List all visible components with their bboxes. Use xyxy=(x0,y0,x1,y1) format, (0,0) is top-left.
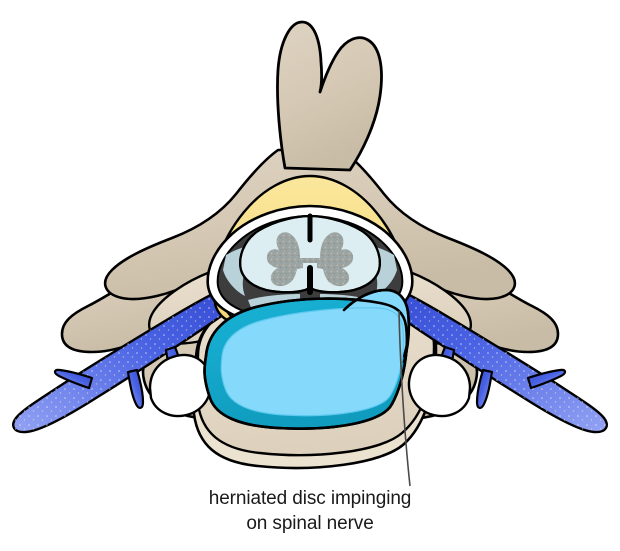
herniation-outline xyxy=(342,288,411,364)
nucleus-pulposus xyxy=(221,307,404,416)
transverse-foramen-left xyxy=(148,353,213,418)
nerve-branch-right-ventral xyxy=(475,368,494,409)
spinal-nerve-group xyxy=(12,274,608,434)
nerve-branch-right-dorsal xyxy=(526,368,567,390)
nerve-texture-left xyxy=(13,276,259,433)
caption-leader-line xyxy=(398,310,411,487)
nerve-branch-left-ventral xyxy=(126,368,145,409)
nerve-branch-left-dorsal xyxy=(53,368,94,390)
intervertebral-disc-group xyxy=(203,288,411,430)
spinal-cord-outline xyxy=(239,214,381,294)
annulus-outline xyxy=(203,297,409,430)
transverse-foramen-right xyxy=(407,353,472,418)
spinal-cord-gray-matter xyxy=(266,232,354,287)
spinous-process xyxy=(276,20,383,172)
nerve-texture-right xyxy=(362,276,607,433)
